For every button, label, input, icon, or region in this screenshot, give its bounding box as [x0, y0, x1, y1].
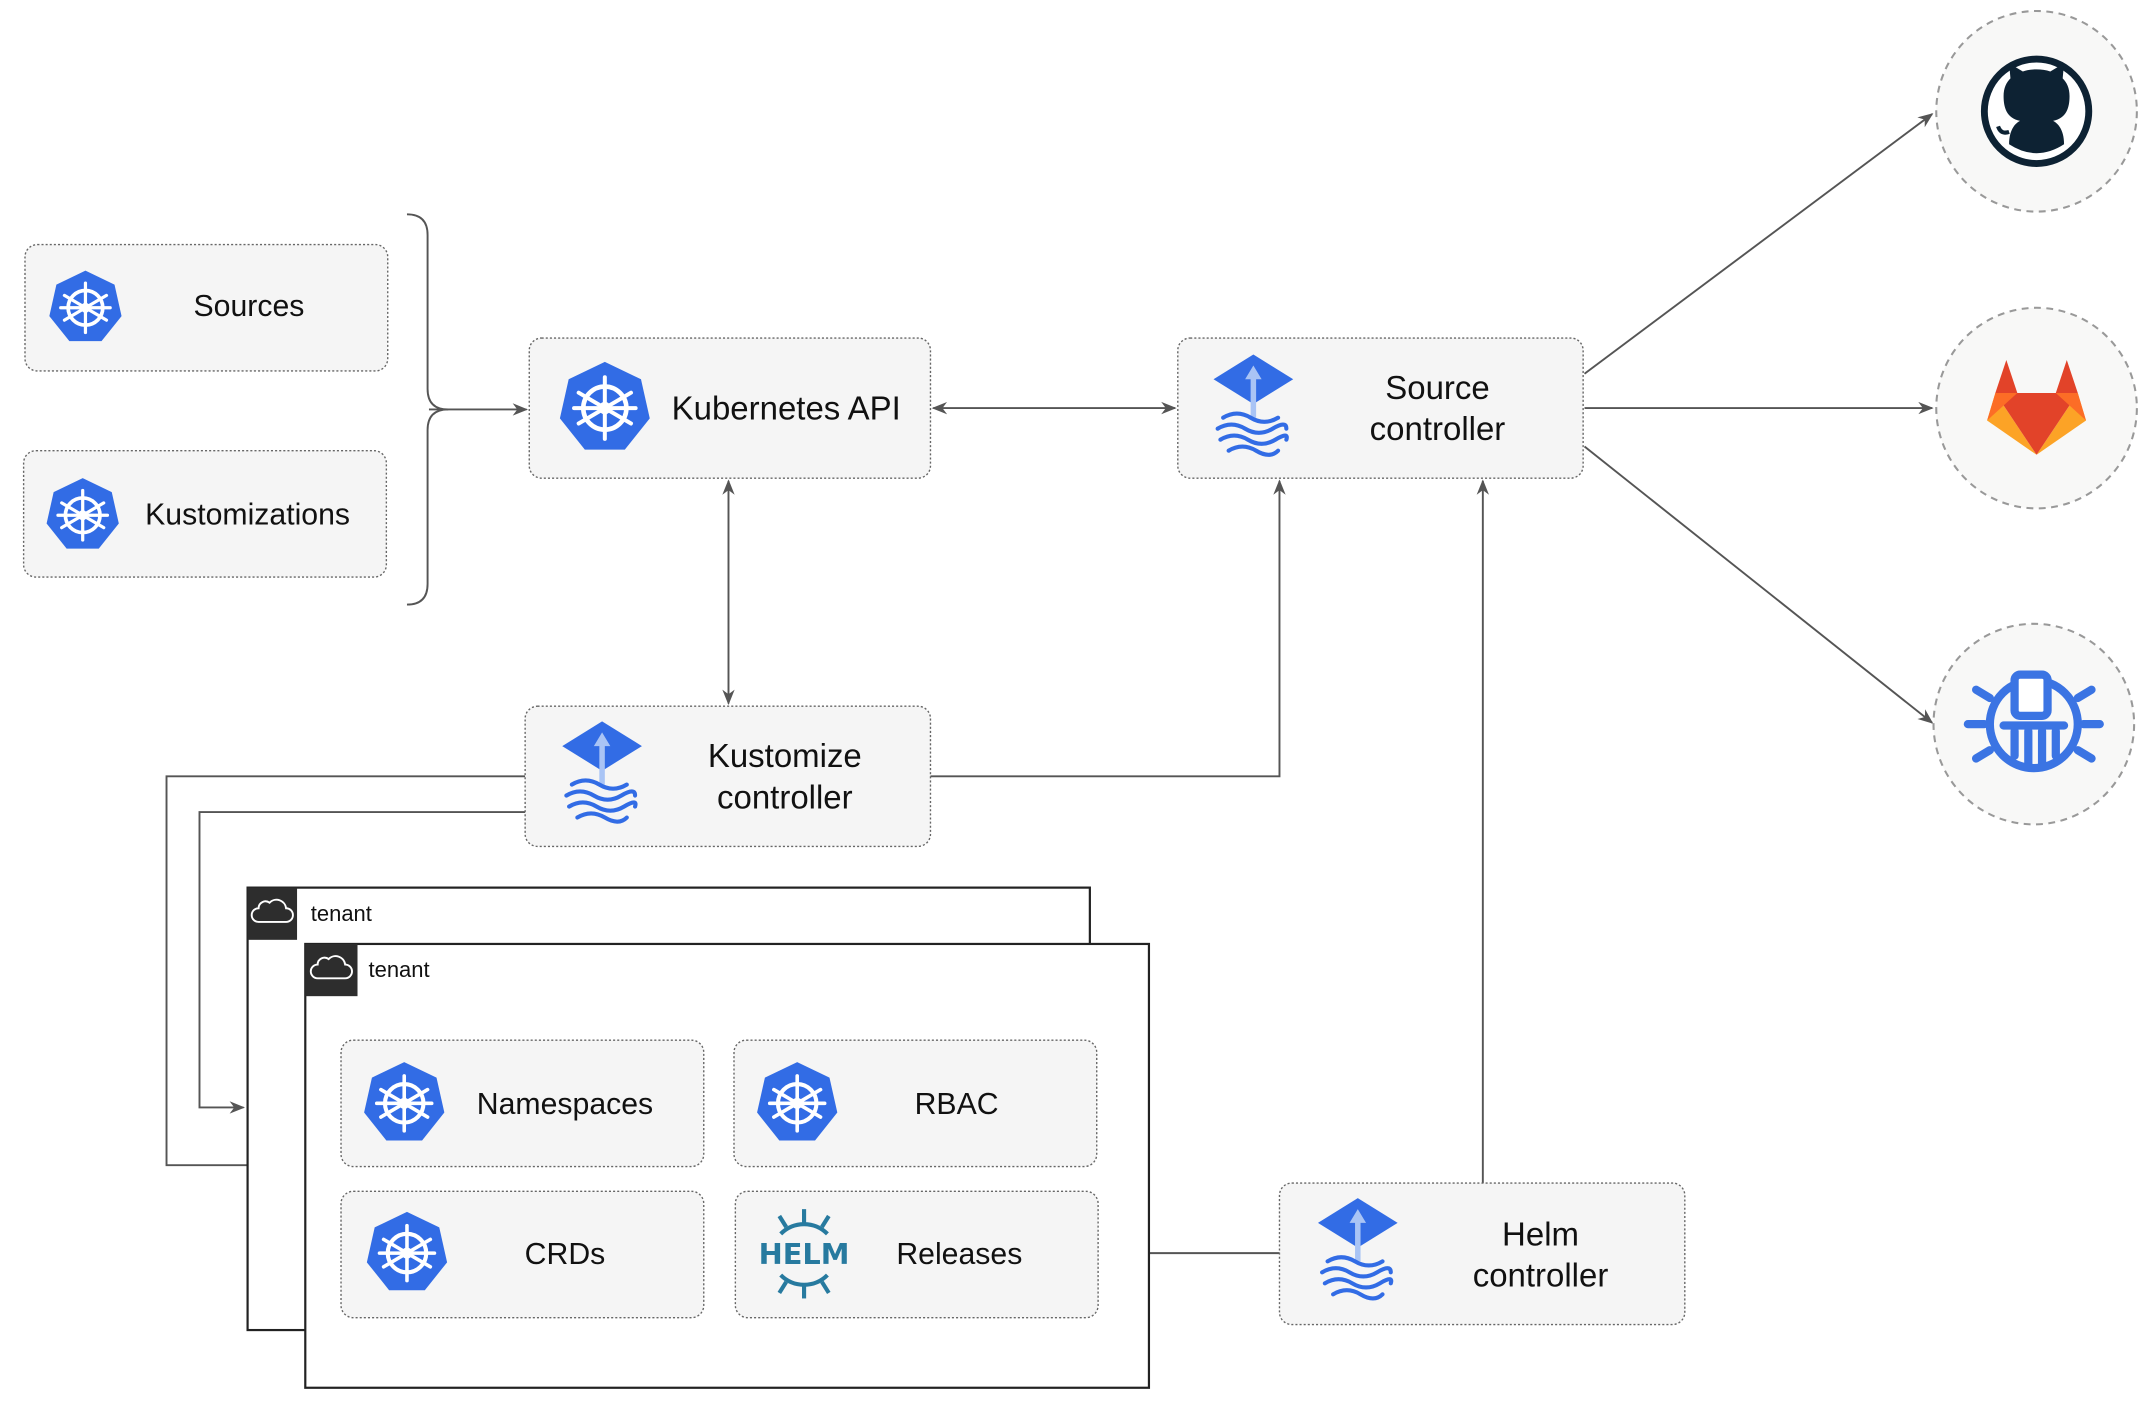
tenant-label: tenant: [369, 957, 430, 982]
kubernetes-api-node[interactable]: Kubernetes API: [528, 337, 932, 479]
kustomizations-label: Kustomizations: [145, 499, 350, 532]
svg-text:HELM: HELM: [759, 1237, 850, 1271]
rbac-node[interactable]: RBAC: [733, 1039, 1098, 1168]
sources-node[interactable]: Sources: [24, 243, 389, 372]
edge-source-github: [1583, 113, 1934, 375]
helm-controller-node[interactable]: Helm controller: [1278, 1182, 1686, 1326]
edge-kustomize-source: [930, 479, 1286, 778]
helm-controller-label-1: Helm: [1502, 1215, 1579, 1252]
kubernetes-api-label: Kubernetes API: [672, 390, 901, 427]
gitlab-icon: [1987, 359, 2087, 455]
gitlab-node[interactable]: [1935, 306, 2138, 510]
crds-node[interactable]: CRDs: [340, 1190, 705, 1319]
source-controller-label-1: Source: [1385, 369, 1489, 406]
kustomize-controller-node[interactable]: Kustomize controller: [524, 705, 932, 848]
sources-label: Sources: [194, 290, 305, 323]
kustomize-controller-label-1: Kustomize: [708, 737, 862, 774]
namespaces-label: Namespaces: [477, 1088, 653, 1121]
edge-kustomize-tenant1: [198, 811, 526, 1114]
crds-label: CRDs: [525, 1238, 606, 1271]
github-node[interactable]: [1935, 9, 2138, 213]
releases-node[interactable]: HELM Releases: [734, 1190, 1099, 1319]
github-icon: [1980, 55, 2093, 167]
tenant-label: tenant: [311, 901, 372, 926]
edge-kustomize-tenant2: [165, 775, 526, 1172]
rbac-label: RBAC: [915, 1088, 999, 1121]
source-controller-node[interactable]: Source controller: [1177, 337, 1584, 479]
brace-lower: [406, 408, 449, 606]
brace: [406, 213, 449, 411]
namespaces-node[interactable]: Namespaces: [340, 1039, 705, 1168]
bucket-icon: [1963, 670, 2104, 773]
releases-label: Releases: [896, 1238, 1022, 1271]
bucket-node[interactable]: [1932, 622, 2136, 826]
kustomize-controller-label-2: controller: [717, 778, 853, 815]
source-controller-label-2: controller: [1370, 410, 1506, 447]
helm-icon: HELM: [759, 1209, 850, 1299]
helm-controller-label-2: controller: [1473, 1257, 1609, 1294]
kustomizations-node[interactable]: Kustomizations: [22, 449, 388, 578]
edge-source-bucket: [1583, 445, 1934, 724]
